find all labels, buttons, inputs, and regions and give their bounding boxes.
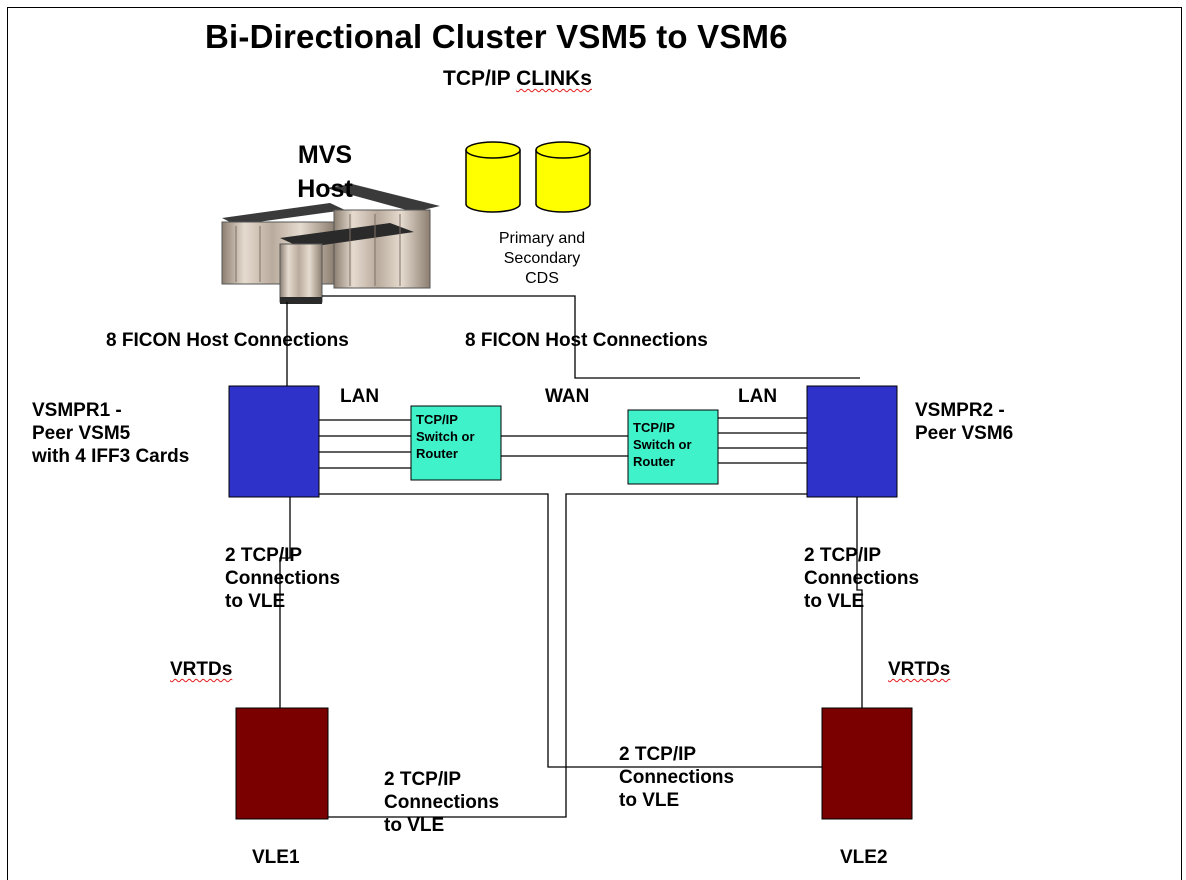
mvs-host-label: MVS Host <box>255 138 395 206</box>
cds-line1: Primary and <box>498 230 586 247</box>
conn-bottom-left-label: 2 TCP/IP Connections to VLE <box>384 768 499 837</box>
vsmpr1-label: VSMPR1 - Peer VSM5 with 4 IFF3 Cards <box>32 399 189 468</box>
vsmpr1-box <box>228 385 320 498</box>
vsm-left-line3: with 4 IFF3 Cards <box>32 446 190 467</box>
vle2-label: VLE2 <box>840 847 888 868</box>
vle1-label: VLE1 <box>252 847 300 868</box>
conn-bottom-center-line1: 2 TCP/IP <box>619 744 697 765</box>
switch-left-line2: Switch or <box>416 429 475 444</box>
wan-label: WAN <box>545 386 590 407</box>
switch-left-label: TCP/IP Switch or Router <box>416 411 475 462</box>
vrtds-left-label: VRTDs <box>170 660 232 680</box>
conn-bottom-left-line1: 2 TCP/IP <box>384 769 462 790</box>
subtitle-prefix: TCP/IP <box>443 67 517 90</box>
switch-left-line3: Router <box>416 446 458 461</box>
lan-left-label: LAN <box>340 386 380 407</box>
conn-right-line2: Connections <box>804 568 920 589</box>
vsmpr2-label: VSMPR2 - Peer VSM6 <box>915 399 1013 445</box>
switch-right-line2: Switch or <box>633 437 692 452</box>
switch-right-line3: Router <box>633 454 675 469</box>
vsm-right-line1: VSMPR2 - <box>915 400 1005 421</box>
switch-left-box <box>410 405 502 481</box>
conn-right-line3: to VLE <box>804 591 865 612</box>
vrtds-left-text: VRTDs <box>170 659 233 680</box>
connection-lines <box>279 295 863 818</box>
cds-line3: CDS <box>525 270 559 287</box>
switch-right-label: TCP/IP Switch or Router <box>633 419 692 470</box>
conn-left-line3: to VLE <box>225 591 286 612</box>
vrtds-right-label: VRTDs <box>888 660 950 680</box>
vsmpr2-box <box>806 385 898 498</box>
vsm-right-line2: Peer VSM6 <box>915 423 1014 444</box>
conn-right-label: 2 TCP/IP Connections to VLE <box>804 544 919 613</box>
cds-label: Primary and Secondary CDS <box>472 229 612 289</box>
ficon-right-label: 8 FICON Host Connections <box>465 330 708 351</box>
diagram-frame <box>7 7 1182 880</box>
vle2-box <box>821 707 913 820</box>
conn-left-line1: 2 TCP/IP <box>225 545 303 566</box>
ficon-left-label: 8 FICON Host Connections <box>106 330 349 351</box>
vrtds-right-text: VRTDs <box>888 659 951 680</box>
host-line1: MVS <box>297 141 353 169</box>
conn-bottom-center-label: 2 TCP/IP Connections to VLE <box>619 743 734 812</box>
lan-right-label: LAN <box>738 386 778 407</box>
switch-right-box <box>627 409 719 485</box>
conn-left-line2: Connections <box>225 568 341 589</box>
secondary-cds-icon <box>535 141 591 213</box>
conn-right-line1: 2 TCP/IP <box>804 545 882 566</box>
switch-right-line1: TCP/IP <box>633 420 675 435</box>
conn-bottom-left-line3: to VLE <box>384 815 445 836</box>
conn-bottom-left-line2: Connections <box>384 792 500 813</box>
conn-bottom-center-line3: to VLE <box>619 790 680 811</box>
conn-bottom-center-line2: Connections <box>619 767 735 788</box>
mvs-host-icon <box>221 184 440 304</box>
diagram-title: Bi-Directional Cluster VSM5 to VSM6 <box>205 18 788 55</box>
cds-line2: Secondary <box>503 250 581 267</box>
primary-cds-icon <box>465 141 521 213</box>
switch-left-line1: TCP/IP <box>416 412 458 427</box>
vle1-box <box>235 707 329 820</box>
diagram-subtitle: TCP/IP CLINKs <box>443 67 592 90</box>
host-line2: Host <box>297 175 353 203</box>
vsm-left-line1: VSMPR1 - <box>32 400 122 421</box>
vsm-left-line2: Peer VSM5 <box>32 423 131 444</box>
conn-left-label: 2 TCP/IP Connections to VLE <box>225 544 340 613</box>
subtitle-clinks: CLINKs <box>516 67 592 90</box>
